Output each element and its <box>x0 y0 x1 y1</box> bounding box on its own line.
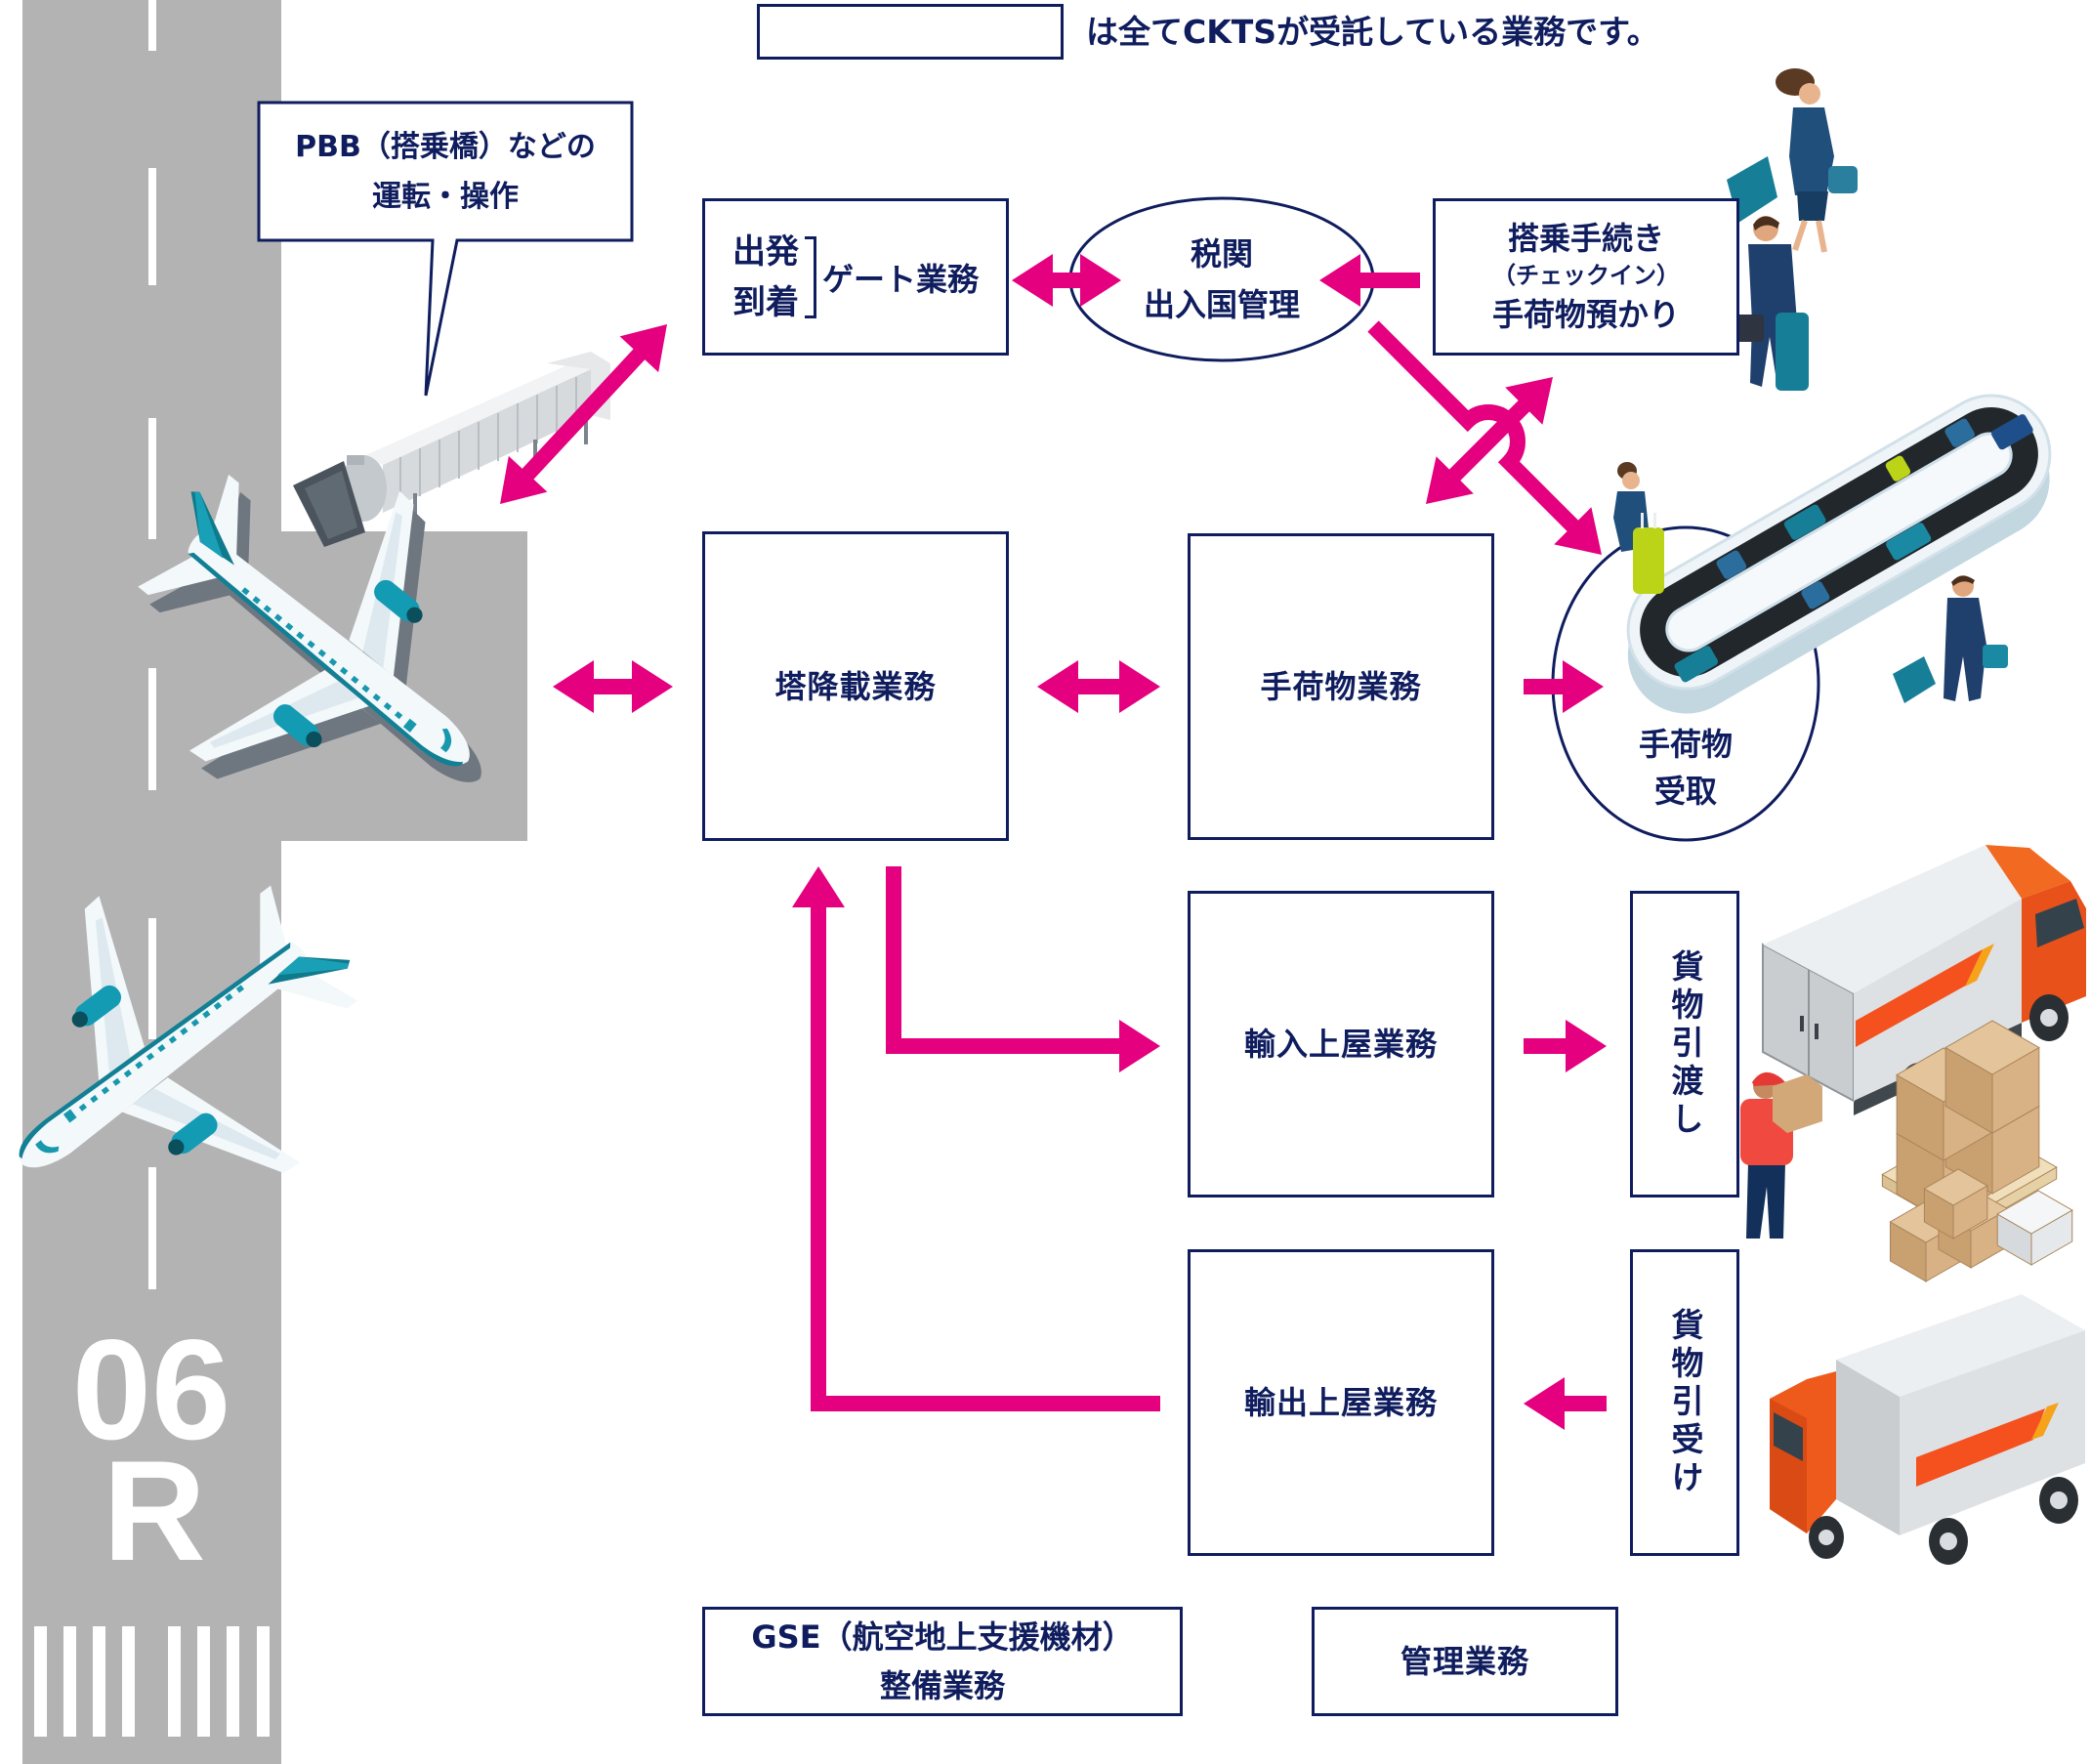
cargo-box <box>1944 1078 2040 1195</box>
baggage-carousel-illustration <box>1626 394 2052 714</box>
arrow-shaft <box>521 347 647 482</box>
checkin-line1: 搭乗手続き <box>1507 219 1664 257</box>
cargo-box <box>1896 1047 1991 1161</box>
arrow-baggage-checkin <box>1426 377 1553 504</box>
arrow-head <box>1554 507 1602 555</box>
legend-swatch-box <box>757 4 1064 60</box>
arrow-head <box>1119 1020 1160 1072</box>
arrow-acceptance-to-export <box>1524 1377 1607 1430</box>
gse-line1: GSE（航空地上支援機材） <box>751 1618 1134 1656</box>
arrow-head <box>619 324 667 373</box>
customs-line1: 税関 <box>1190 235 1253 273</box>
arrow-head <box>1426 456 1474 504</box>
acceptance-truck-illustration <box>1770 1294 2085 1565</box>
arrow-head <box>792 866 845 907</box>
cargo-delivery-box: 貨物引渡し <box>1630 891 1739 1197</box>
pbb-callout-line2: 運転・操作 <box>372 179 519 214</box>
legend-text: は全てCKTSが受託している業務です。 <box>1086 13 1659 51</box>
checkin-line3: 手荷物預かり <box>1491 295 1680 333</box>
gse-maintenance-box: GSE（航空地上支援機材） 整備業務 <box>702 1607 1183 1716</box>
aircraft-parked-illustration <box>63 389 585 909</box>
checkin-line2: （チェックイン） <box>1492 261 1680 289</box>
arrow-export-to-ramp <box>792 866 1160 1411</box>
arrow-head <box>632 660 673 713</box>
arrow-head <box>1563 660 1604 713</box>
gate-departure-label: 出発 <box>732 231 799 272</box>
gate-operations-box: 出発 到着 ゲート業務 <box>702 198 1009 356</box>
runway-centerline <box>148 0 156 1289</box>
ramp-loading-box: 塔降載業務 <box>702 531 1009 841</box>
runway: 06 R <box>22 0 527 1764</box>
arrow-head <box>1505 377 1553 425</box>
baggage-claim-line1: 手荷物 <box>1638 726 1733 763</box>
passenger-man-checkin-illustration <box>1729 216 1809 391</box>
arrow-customs-to-claim <box>1367 320 1602 555</box>
arrow-ramp-to-import <box>886 866 1160 1072</box>
export-warehouse-label: 輸出上屋業務 <box>1243 1384 1438 1421</box>
delivery-truck-illustration <box>1762 845 2086 1115</box>
gate-direction-labels: 出発 到着 <box>732 227 799 328</box>
arrow-shaft <box>811 905 1160 1411</box>
aircraft-taxiing-illustration <box>0 799 430 1297</box>
baggage-operations-box: 手荷物業務 <box>1188 533 1494 840</box>
cargo-worker-illustration <box>1740 1071 1822 1239</box>
cargo-acceptance-box: 貨物引受け <box>1630 1249 1739 1556</box>
arrow-shaft <box>886 866 1121 1054</box>
management-box: 管理業務 <box>1312 1607 1618 1716</box>
gate-operations-label: ゲート業務 <box>821 260 979 298</box>
jet-bridge-illustration <box>293 352 610 547</box>
cargo-acceptance-label: 貨物引受け <box>1666 1307 1704 1498</box>
cargo-box <box>1881 1119 2058 1234</box>
passenger-man-carousel-illustration <box>1893 575 2008 703</box>
arrow-head <box>1524 1377 1565 1430</box>
apron-bay <box>281 531 527 841</box>
gate-arrival-label: 到着 <box>732 282 799 322</box>
luggage-on-belt <box>1674 414 2033 683</box>
arrow-baggage-to-claim <box>1524 660 1604 713</box>
baggage-claim-line2: 受取 <box>1653 773 1717 810</box>
baggage-claim-text: 手荷物 受取 <box>1582 721 1789 815</box>
arrow-head <box>1012 254 1053 307</box>
cargo-box <box>1937 1190 2010 1269</box>
management-label: 管理業務 <box>1400 1643 1529 1680</box>
arrow-import-to-delivery <box>1524 1020 1607 1072</box>
arrow-head <box>1037 660 1078 713</box>
pbb-callout-text: PBB（搭乗橋）などの 運転・操作 <box>259 103 632 240</box>
gate-bracket <box>804 235 816 318</box>
gse-line2: 整備業務 <box>879 1667 1005 1704</box>
cargo-box <box>1923 1168 1988 1239</box>
checkin-box: 搭乗手続き （チェックイン） 手荷物預かり <box>1433 198 1739 356</box>
arrow-head <box>553 660 594 713</box>
cargo-delivery-label: 貨物引渡し <box>1666 948 1704 1140</box>
import-warehouse-box: 輸入上屋業務 <box>1188 891 1494 1197</box>
runway-designator-number: 06 <box>72 1310 230 1469</box>
pbb-callout-line1: PBB（搭乗橋）などの <box>295 129 596 164</box>
ramp-loading-label: 塔降載業務 <box>774 667 937 705</box>
customs-line2: 出入国管理 <box>1143 286 1300 323</box>
customs-immigration-text: 税関 出入国管理 <box>1070 199 1373 359</box>
cargo-box <box>1944 1020 2040 1134</box>
arrow-pbb-gate <box>500 324 667 504</box>
runway-threshold-bars <box>34 1626 270 1737</box>
cargo-box <box>1896 1106 1991 1222</box>
runway-designator-side: R <box>103 1431 205 1590</box>
passenger-woman-carousel-illustration <box>1613 462 1664 594</box>
arrow-head <box>1119 660 1160 713</box>
passenger-woman-checkin-illustration <box>1727 68 1858 253</box>
import-warehouse-label: 輸入上屋業務 <box>1243 1026 1438 1063</box>
arrow-aircraft-ramp <box>553 660 673 713</box>
export-warehouse-box: 輸出上屋業務 <box>1188 1249 1494 1556</box>
arrow-shaft <box>1447 399 1531 483</box>
cargo-box <box>1889 1197 1968 1282</box>
arrow-head <box>500 455 548 504</box>
arrow-shaft <box>1367 320 1580 533</box>
runway-strip <box>22 0 281 1764</box>
baggage-operations-label: 手荷物業務 <box>1260 668 1422 705</box>
cargo-boxes-illustration <box>1881 1020 2073 1282</box>
arrow-ramp-baggage <box>1037 660 1160 713</box>
arrow-head <box>1566 1020 1607 1072</box>
cargo-box <box>1996 1190 2073 1266</box>
